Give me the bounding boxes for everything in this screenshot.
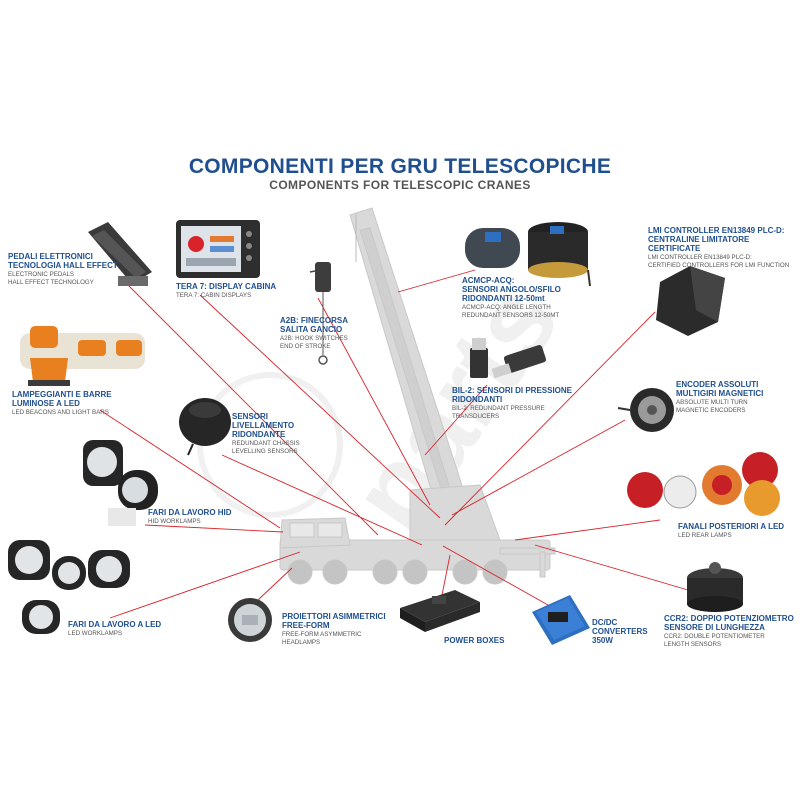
label-fanali-it-1: FANALI POSTERIORI A LED [678, 522, 785, 531]
label-bil2-it-2: RIDONDANTI [452, 395, 503, 404]
label-fanali-en-1: LED REAR LAMPS [678, 532, 732, 539]
label-ccr2-en-2: LENGTH SENSORS [664, 640, 722, 648]
label-encoder-en-2: MAGNETIC ENCODERS [676, 406, 746, 414]
label-tera: TERA 7: DISPLAY CABINA TERA 7: CABIN DIS… [176, 282, 276, 300]
label-ccr2-it-1: CCR2: DOPPIO POTENZIOMETRO [664, 614, 794, 623]
label-lmi-en-1: LMI CONTROLLER EN13849 PLC-D: [648, 254, 752, 261]
length-sensor-image [687, 562, 743, 612]
hid-worklamp-image [83, 440, 158, 526]
hook-switch-image [309, 262, 331, 365]
cabin-display-image [176, 220, 260, 278]
label-ccr2-it-2: SENSORE DI LUNGHEZZA [664, 623, 765, 632]
label-fari-hid-en-1: HID WORKLAMPS [148, 518, 201, 525]
label-pedali-en-1: ELECTRONIC PEDALS [8, 271, 75, 278]
label-sensori-liv-it-3: RIDONDANTE [232, 430, 286, 439]
label-lmi-en-2: CERTIFIED CONTROLLERS FOR LMI FUNCTION [648, 261, 790, 269]
label-lampeggianti-en-1: LED BEACONS AND LIGHT BARS [12, 409, 109, 416]
label-sensori-liv-en-1: REDUNDANT CHASSIS [232, 440, 300, 447]
led-rear-lamp-image [627, 452, 780, 516]
label-acmcp: ACMCP-ACQ: SENSORI ANGOLO/SFILO RIDONDAN… [462, 276, 561, 319]
label-acmcp-en-2: REDUNDANT SENSORS 12-50MT [462, 311, 560, 319]
label-sensori-liv-it-1: SENSORI [232, 412, 269, 421]
label-acmcp-it-2: SENSORI ANGOLO/SFILO [462, 285, 561, 294]
label-a2b-en-2: END OF STROKE [280, 342, 331, 350]
label-bil2: BIL-2: SENSORI DI PRESSIONE RIDONDANTI B… [452, 386, 572, 420]
label-fari-hid: FARI DA LAVORO HID HID WORKLAMPS [148, 508, 232, 526]
label-lampeggianti-it-1: LAMPEGGIANTI E BARRE [12, 390, 112, 399]
angle-length-sensor-image [465, 222, 591, 287]
label-bil2-en-2: TRANSDUCERS [452, 412, 500, 420]
crane-silhouette [279, 207, 556, 585]
label-proiettori-en-2: HEADLAMPS [282, 638, 321, 646]
label-fari-led: FARI DA LAVORO A LED LED WORKLAMPS [68, 620, 161, 638]
freeform-headlamp-image [228, 598, 272, 642]
label-encoder: ENCODER ASSOLUTI MULTIGIRI MAGNETICI ABS… [676, 380, 763, 414]
label-power-it-1: POWER BOXES [444, 636, 505, 645]
label-fanali: FANALI POSTERIORI A LED LED REAR LAMPS [678, 522, 784, 540]
label-a2b-en-1: A2B: HOOK SWITCHES [280, 335, 348, 342]
electronic-pedal-image [88, 222, 152, 286]
label-pedali: PEDALI ELETTRONICI TECNOLOGIA HALL EFFEC… [8, 252, 118, 286]
label-ccr2-en-1: CCR2: DOUBLE POTENTIOMETER [664, 633, 765, 640]
label-bil2-en-1: BIL-2: REDUNDANT PRESSURE [452, 405, 545, 412]
led-beacons-image [20, 326, 145, 386]
label-acmcp-it-3: RIDONDANTI 12-50mt [462, 294, 545, 303]
label-proiettori: PROIETTORI ASIMMETRICI FREE-FORM FREE-FO… [282, 612, 386, 646]
label-pedali-en-2: HALL EFFECT TECHNOLOGY [8, 278, 94, 286]
label-a2b-it-1: A2B: FINECORSA [280, 316, 349, 325]
label-proiettori-it-1: PROIETTORI ASIMMETRICI [282, 612, 386, 621]
label-pedali-it-1: PEDALI ELETTRONICI [8, 252, 93, 261]
page-title: COMPONENTI PER GRU TELESCOPICHE [188, 155, 612, 178]
label-fari-led-it-1: FARI DA LAVORO A LED [68, 620, 162, 629]
label-sensori-liv-it-2: LIVELLAMENTO [232, 421, 295, 430]
label-tera-it-1: TERA 7: DISPLAY CABINA [176, 282, 277, 291]
label-dcdc: DC/DC CONVERTERS 350W [592, 618, 648, 645]
lmi-controller-image [656, 266, 725, 336]
label-a2b-it-2: SALITA GANCIO [280, 325, 343, 334]
label-lmi: LMI CONTROLLER EN13849 PLC-D: CENTRALINE… [648, 226, 800, 269]
power-box-image [400, 590, 480, 632]
label-lampeggianti: LAMPEGGIANTI E BARRE LUMINOSE A LED LED … [12, 390, 112, 417]
label-dcdc-it-1: DC/DC [592, 618, 618, 627]
label-encoder-it-2: MULTIGIRI MAGNETICI [676, 389, 764, 398]
label-lmi-it-2: CENTRALINE LIMITATORE CERTIFICATE [648, 235, 750, 253]
label-power: POWER BOXES [444, 636, 504, 645]
label-acmcp-it-1: ACMCP-ACQ: [462, 276, 515, 285]
label-sensori-liv: SENSORI LIVELLAMENTO RIDONDANTE REDUNDAN… [232, 412, 300, 455]
page-subtitle: COMPONENTS FOR TELESCOPIC CRANES [269, 178, 531, 192]
label-fari-hid-it-1: FARI DA LAVORO HID [148, 508, 232, 517]
label-encoder-en-1: ABSOLUTE MULTI TURN [676, 399, 748, 406]
label-dcdc-it-3: 350W [592, 636, 613, 645]
leader-lines [99, 269, 689, 619]
label-dcdc-it-2: CONVERTERS [592, 627, 648, 636]
label-acmcp-en-1: ACMCP-ACQ: ANGLE LENGTH [462, 304, 551, 311]
label-lampeggianti-it-2: LUMINOSE A LED [12, 399, 80, 408]
pressure-transducer-image [470, 338, 547, 379]
label-pedali-it-2: TECNOLOGIA HALL EFFECT [8, 261, 118, 270]
label-proiettori-en-1: FREE-FORM ASYMMETRIC [282, 631, 362, 638]
label-tera-en-1: TERA 7: CABIN DISPLAYS [176, 292, 252, 299]
label-proiettori-it-2: FREE-FORM [282, 621, 330, 630]
label-ccr2: CCR2: DOPPIO POTENZIOMETRO SENSORE DI LU… [664, 614, 794, 648]
label-lmi-it-1: LMI CONTROLLER EN13849 PLC-D: [648, 226, 785, 235]
levelling-sensor-image [179, 398, 231, 456]
label-bil2-it-1: BIL-2: SENSORI DI PRESSIONE [452, 386, 573, 395]
label-encoder-it-1: ENCODER ASSOLUTI [676, 380, 759, 389]
label-sensori-liv-en-2: LEVELLING SENSORS [232, 447, 298, 455]
led-worklamp-image [8, 540, 130, 634]
label-a2b: A2B: FINECORSA SALITA GANCIO A2B: HOOK S… [280, 316, 348, 350]
label-fari-led-en-1: LED WORKLAMPS [68, 630, 122, 637]
magnetic-encoder-image [617, 388, 674, 432]
dcdc-converter-image [532, 595, 590, 645]
